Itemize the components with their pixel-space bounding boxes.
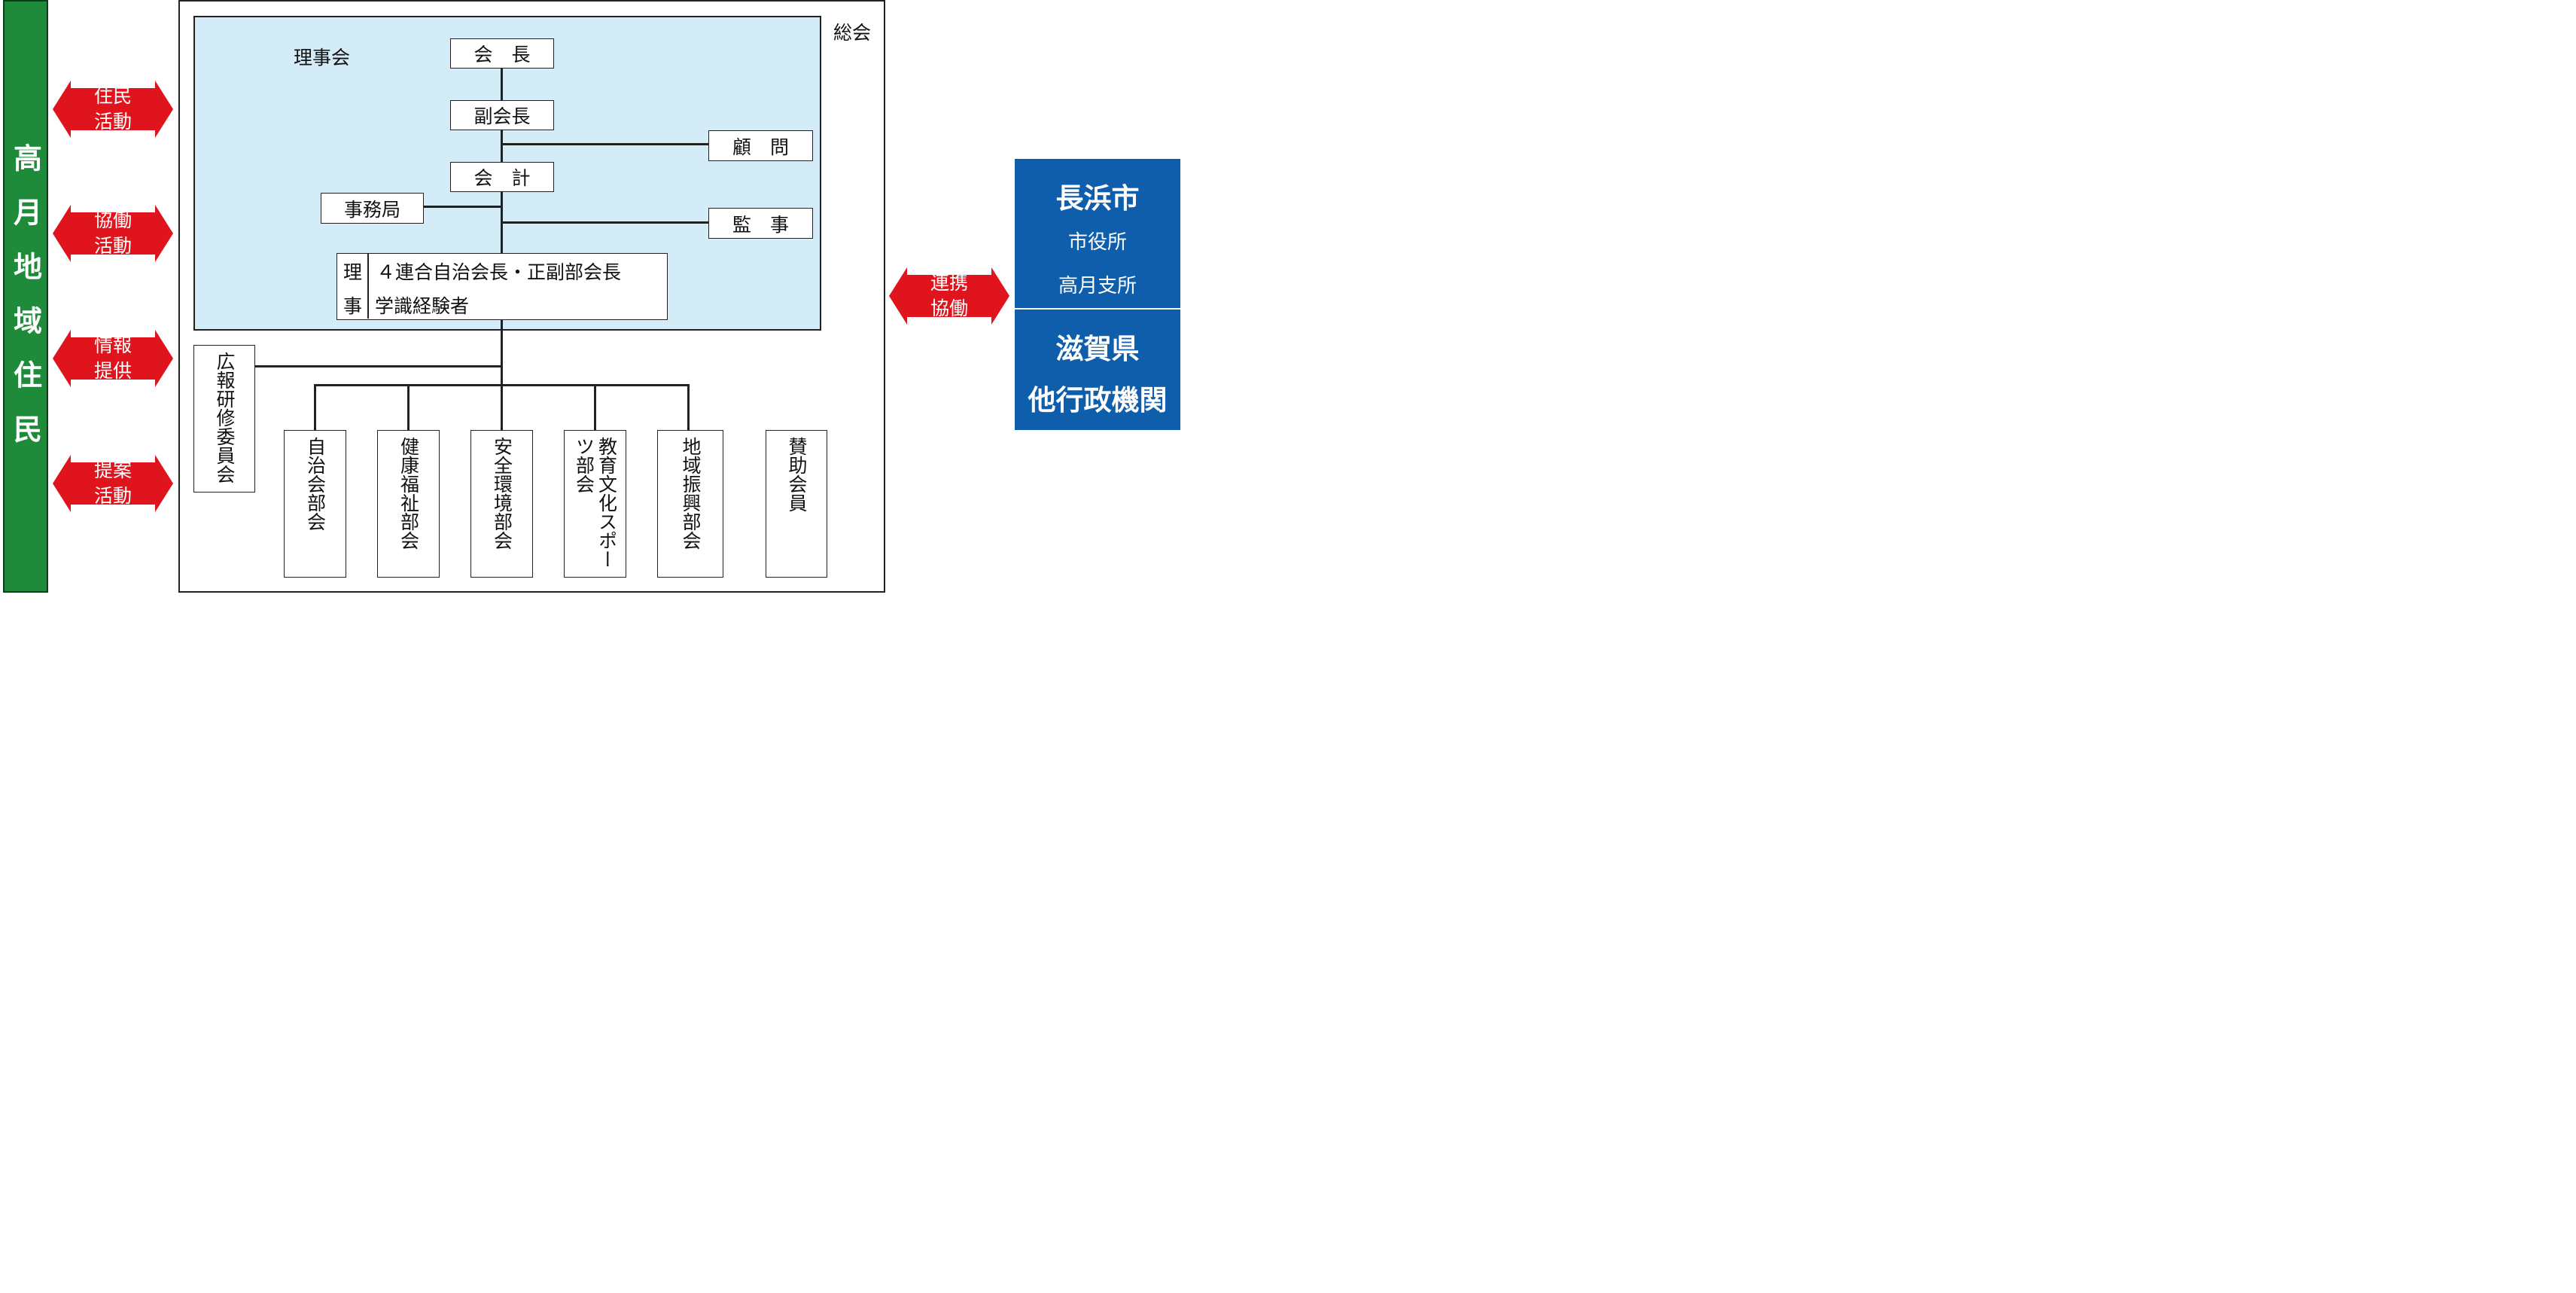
- directors-box: 理 事 ４連合自治会長・正副部会長 学識経験者: [336, 253, 668, 320]
- lower-trunk-line: [501, 319, 503, 387]
- subcommittee-drop-3: [501, 384, 503, 431]
- arrow-label-line2: 提供: [93, 360, 132, 382]
- subcommittee-label-5: 地域振興部会: [680, 437, 702, 550]
- auditor-label: 監 事: [732, 213, 789, 236]
- double-arrow-icon: [53, 455, 173, 512]
- other-agencies: 他行政機関: [1028, 384, 1168, 416]
- prefecture-name: 滋賀県: [1055, 333, 1140, 365]
- directors-row-2: 学識経験者: [375, 295, 470, 317]
- arrow-cooperation-activities: 協働活動: [53, 205, 173, 262]
- arrow-label-line2: 活動: [93, 111, 132, 133]
- arrow-label-line2: 活動: [93, 235, 132, 257]
- subcommittee-drop-5: [687, 384, 690, 431]
- subcommittee-label-3: 安全環境部会: [491, 437, 513, 550]
- double-arrow-icon: [889, 267, 1009, 325]
- city-name: 長浜市: [1055, 182, 1140, 215]
- advisor-box: 顧 問: [708, 130, 813, 161]
- arrow-proposal-activities: 提案活動: [53, 455, 173, 512]
- subcommittee-drop-2: [407, 384, 410, 431]
- treasurer-label: 会 計: [473, 167, 531, 189]
- advisor-label: 顧 問: [732, 136, 789, 158]
- subcommittee-box-2: 健康福祉部会: [377, 430, 440, 578]
- chairman-box: 会 長: [450, 38, 554, 69]
- arrow-label-line1: 提案: [93, 459, 132, 481]
- residents-label: 高月地域住民: [8, 143, 42, 468]
- subcommittee-box-1: 自治会部会: [284, 430, 346, 578]
- directors-heading-bottom: 事: [343, 295, 363, 317]
- treasurer-box: 会 計: [450, 162, 554, 192]
- subcommittee-box-5: 地域振興部会: [657, 430, 723, 578]
- arrow-label-line1: 住民: [93, 85, 132, 107]
- chairman-label: 会 長: [473, 44, 531, 66]
- supporting-members-label: 賛助会員: [786, 437, 808, 512]
- arrow-liaison-cooperation: 連携協働: [889, 267, 1009, 325]
- directors-divider: [367, 254, 369, 319]
- advisor-connector: [501, 143, 710, 145]
- city-office: 市役所: [1067, 231, 1127, 254]
- directors-row-1: ４連合自治会長・正副部会長: [376, 261, 622, 283]
- subcommittee-drop-4: [594, 384, 596, 431]
- committee-connector: [254, 365, 502, 367]
- government-panel: 長浜市 市役所 高月支所 滋賀県 他行政機関: [1015, 159, 1180, 430]
- double-arrow-icon: [53, 330, 173, 387]
- panel-divider: [1015, 308, 1180, 310]
- arrow-label-line1: 協働: [93, 209, 132, 231]
- secretariat-connector: [423, 206, 502, 208]
- arrow-label-line2: 協働: [930, 297, 968, 319]
- residents-bar: 高月地域住民: [3, 0, 48, 593]
- secretariat-label: 事務局: [343, 198, 400, 221]
- subcommittee-drop-1: [314, 384, 316, 431]
- subcommittee-box-3: 安全環境部会: [470, 430, 533, 578]
- subcommittee-label-2: 健康福祉部会: [397, 437, 420, 550]
- arrow-label-line1: 情報: [93, 334, 132, 356]
- arrow-resident-activities: 住民活動: [53, 81, 173, 138]
- pr-training-committee-box: 広報研修委員会: [193, 345, 255, 492]
- arrow-label-line2: 活動: [93, 485, 132, 507]
- double-arrow-icon: [53, 81, 173, 138]
- arrow-information-provision: 情報提供: [53, 330, 173, 387]
- pr-training-committee-label: 広報研修委員会: [214, 352, 236, 483]
- double-arrow-icon: [53, 205, 173, 262]
- vice-chairman-box: 副会長: [450, 100, 554, 130]
- general-assembly-label: 総会: [833, 22, 872, 44]
- vice-chairman-label: 副会長: [473, 105, 531, 127]
- secretariat-box: 事務局: [321, 193, 424, 224]
- auditor-connector: [501, 221, 710, 224]
- directors-heading-top: 理: [343, 261, 363, 283]
- subcommittee-label-4: 教育文化スポーツ部会: [573, 437, 618, 569]
- subcommittee-label-1: 自治会部会: [304, 437, 327, 531]
- auditor-box: 監 事: [708, 208, 813, 239]
- subcommittee-box-4: 教育文化スポーツ部会: [564, 430, 626, 578]
- main-trunk-line: [501, 68, 503, 369]
- branch-office: 高月支所: [1058, 275, 1137, 297]
- arrow-label-line1: 連携: [930, 272, 968, 294]
- supporting-members-box: 賛助会員: [766, 430, 827, 578]
- board-label: 理事会: [294, 47, 351, 69]
